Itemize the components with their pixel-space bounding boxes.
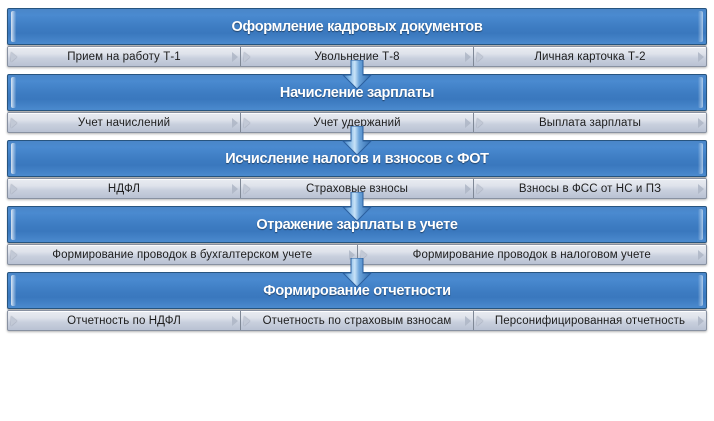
stage-title: Исчисление налогов и взносов с ФОТ bbox=[225, 150, 489, 167]
chevron-right-end-icon bbox=[698, 249, 704, 260]
chevron-right-icon bbox=[11, 315, 17, 326]
stage-subitem-label: Прием на работу Т-1 bbox=[67, 50, 181, 63]
stage-subitem-label: Личная карточка Т-2 bbox=[534, 50, 646, 63]
stage-subitem-row: НДФЛ Страховые взносы Взносы в ФСС от НС и… bbox=[7, 178, 707, 199]
chevron-right-end-icon bbox=[698, 117, 704, 128]
stage-header[interactable]: Оформление кадровых документов bbox=[7, 8, 707, 45]
stage-subitem-label: Отчетность по страховым взносам bbox=[262, 314, 452, 327]
stage-subitem-label: Увольнение Т-8 bbox=[314, 50, 400, 63]
chevron-right-icon bbox=[244, 51, 250, 62]
chevron-right-icon bbox=[11, 183, 17, 194]
chevron-right-icon bbox=[244, 117, 250, 128]
chevron-right-icon bbox=[244, 315, 250, 326]
chevron-right-end-icon bbox=[232, 117, 238, 128]
stage-title: Отражение зарплаты в учете bbox=[256, 216, 458, 233]
stage-subitem[interactable]: Формирование проводок в налоговом учете bbox=[357, 245, 706, 264]
stage-subitem-label: Учет начислений bbox=[77, 116, 171, 129]
stage-subitem[interactable]: Увольнение Т-8 bbox=[241, 47, 474, 66]
stage-subitem-label: Формирование проводок в бухгалтерском уч… bbox=[52, 248, 313, 261]
stage-title: Оформление кадровых документов bbox=[231, 18, 483, 35]
stage-subitem[interactable]: Прием на работу Т-1 bbox=[8, 47, 241, 66]
stage-header[interactable]: Начисление зарплаты bbox=[7, 74, 707, 111]
stage-subitem-row: Учет начислений Учет удержаний Выплата зар… bbox=[7, 112, 707, 133]
chevron-right-end-icon bbox=[698, 315, 704, 326]
stage-subitem[interactable]: НДФЛ bbox=[8, 179, 241, 198]
chevron-right-end-icon bbox=[465, 315, 471, 326]
stage-subitem-label: Формирование проводок в налоговом учете bbox=[412, 248, 651, 261]
stage-subitem[interactable]: Страховые взносы bbox=[241, 179, 474, 198]
chevron-right-end-icon bbox=[465, 51, 471, 62]
chevron-right-end-icon bbox=[698, 183, 704, 194]
stage-subitem[interactable]: Отчетность по страховым взносам bbox=[241, 311, 474, 330]
chevron-right-icon bbox=[244, 183, 250, 194]
stage-subitem[interactable]: Учет начислений bbox=[8, 113, 241, 132]
stage-header[interactable]: Формирование отчетности bbox=[7, 272, 707, 309]
chevron-right-icon bbox=[360, 249, 367, 260]
stage-subitem-row: Прием на работу Т-1 Увольнение Т-8 Личная … bbox=[7, 46, 707, 67]
stage-subitem[interactable]: Взносы в ФСС от НС и ПЗ bbox=[474, 179, 706, 198]
chevron-right-end-icon bbox=[232, 183, 238, 194]
stage-subitem-row: Формирование проводок в бухгалтерском уч… bbox=[7, 244, 707, 265]
stage-title: Формирование отчетности bbox=[263, 282, 451, 299]
stage-subitem-label: Отчетность по НДФЛ bbox=[67, 314, 181, 327]
chevron-right-end-icon bbox=[465, 117, 471, 128]
stage-subitem-label: Страховые взносы bbox=[306, 182, 408, 195]
chevron-right-end-icon bbox=[348, 249, 355, 260]
chevron-right-icon bbox=[11, 51, 17, 62]
chevron-right-icon bbox=[477, 117, 483, 128]
stage-subitem[interactable]: Выплата зарплаты bbox=[474, 113, 706, 132]
stage-subitem-label: Персонифицированная отчетность bbox=[494, 314, 686, 327]
chevron-right-icon bbox=[477, 315, 483, 326]
stage-subitem-label: Взносы в ФСС от НС и ПЗ bbox=[518, 182, 662, 195]
chevron-right-end-icon bbox=[232, 51, 238, 62]
stage-subitem-label: НДФЛ bbox=[107, 182, 141, 195]
stage-subitem-label: Выплата зарплаты bbox=[538, 116, 642, 129]
stage-subitem-row: Отчетность по НДФЛ Отчетность по страховы… bbox=[7, 310, 707, 331]
stage-subitem[interactable]: Отчетность по НДФЛ bbox=[8, 311, 241, 330]
chevron-right-end-icon bbox=[465, 183, 471, 194]
stage-header[interactable]: Исчисление налогов и взносов с ФОТ bbox=[7, 140, 707, 177]
chevron-right-icon bbox=[477, 183, 483, 194]
stage-title: Начисление зарплаты bbox=[279, 84, 435, 101]
stage-subitem[interactable]: Персонифицированная отчетность bbox=[474, 311, 706, 330]
process-stage: Исчисление налогов и взносов с ФОТ НДФЛ Ст… bbox=[7, 140, 707, 222]
chevron-right-end-icon bbox=[698, 51, 704, 62]
stage-subitem-label: Учет удержаний bbox=[313, 116, 401, 129]
chevron-right-end-icon bbox=[232, 315, 238, 326]
stage-subitem[interactable]: Личная карточка Т-2 bbox=[474, 47, 706, 66]
chevron-right-icon bbox=[11, 117, 17, 128]
stage-subitem[interactable]: Формирование проводок в бухгалтерском уч… bbox=[8, 245, 358, 264]
chevron-right-icon bbox=[477, 51, 483, 62]
stage-header[interactable]: Отражение зарплаты в учете bbox=[7, 206, 707, 243]
stage-subitem[interactable]: Учет удержаний bbox=[241, 113, 474, 132]
chevron-right-icon bbox=[11, 249, 17, 260]
